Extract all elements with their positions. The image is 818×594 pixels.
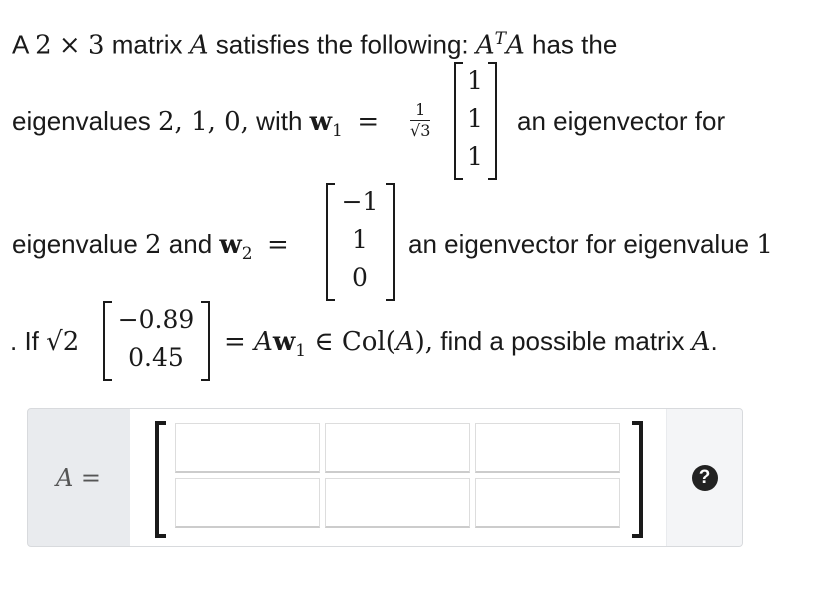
bracket [326,183,335,301]
matrix-cell-2-3[interactable] [475,478,620,528]
bracket [201,301,210,381]
bracket [386,183,395,301]
entry: −0.89 [117,305,195,334]
math: A [475,30,495,61]
bracket [103,301,112,381]
math: = [267,230,289,260]
answer-box: A = ? [27,408,743,547]
math: 2, 1, 0, [158,107,249,137]
answer-label: A = [55,463,102,492]
text: an eigenvector for eigenvalue [408,229,757,259]
math: = [357,107,380,137]
math: A [506,30,525,61]
text: A [12,29,36,60]
text: . If [10,326,47,356]
math: × [58,30,81,61]
math: 2 [35,30,52,61]
math: A [691,327,711,357]
line-1: A 2 × 3 matrix A satisfies the following… [12,24,617,61]
text: eigenvalues [12,106,158,136]
bracket [488,62,497,180]
v-vector: −0.89 0.45 [110,301,202,377]
entry: 1 [467,66,483,95]
math: 2 [241,244,253,265]
entry: 0 [352,263,368,292]
entry: 1 [352,225,368,254]
text: . [710,326,718,356]
help-button[interactable]: ? [667,409,742,546]
matrix-cell-2-2[interactable] [325,478,470,528]
math: A [189,30,209,61]
line-4b: = Aw1 ∈ Col(A), find a possible matrix A… [224,326,718,366]
math: 1 [295,341,307,362]
matrix-cell-1-1[interactable] [175,423,320,473]
entry: 0.45 [128,343,184,372]
matrix-input [130,409,666,546]
math: = [224,327,255,357]
math: ∈ Col( [306,327,396,357]
math: √3 [410,121,431,140]
bracket [454,62,463,180]
matrix-cell-1-3[interactable] [475,423,620,473]
entry: 1 [467,104,483,133]
text: an eigenvector for [517,106,726,136]
matrix-cell-1-2[interactable] [325,423,470,473]
bracket [155,421,166,538]
matrix-cell-2-1[interactable] [175,478,320,528]
entry: −1 [341,187,379,216]
text: satisfies the following: [208,29,476,60]
math: 1 [756,230,773,260]
math: T [494,29,506,49]
math: ), [414,327,434,357]
text: eigenvalue [12,229,145,259]
math: A [254,327,273,357]
math: √2 [46,327,80,357]
text: matrix [104,29,190,60]
math: 2 [145,230,162,260]
math: 1 [410,100,431,121]
math: A [395,327,415,357]
math: w [272,327,296,357]
math: 1 [332,121,343,142]
text: find a possible matrix [433,326,692,356]
line-2: eigenvalues 2, 1, 0, with w1 = [12,106,379,146]
w2-vector: −1 1 0 [334,183,386,297]
line-4a: . If √2 [10,326,79,357]
math: 3 [87,30,105,61]
text: and [161,229,220,259]
line-3b: an eigenvector for eigenvalue 1 [408,229,773,260]
math: w [309,107,333,137]
bracket [632,421,643,538]
line-3: eigenvalue 2 and w2 = [12,229,289,269]
text: with [248,106,310,136]
text: has the [524,29,618,60]
w1-vector: 1 1 1 [462,62,488,176]
math: w [219,230,242,260]
question-circle-icon[interactable]: ? [691,464,718,491]
entry: 1 [467,142,483,171]
fraction: 1√3 [410,100,431,141]
